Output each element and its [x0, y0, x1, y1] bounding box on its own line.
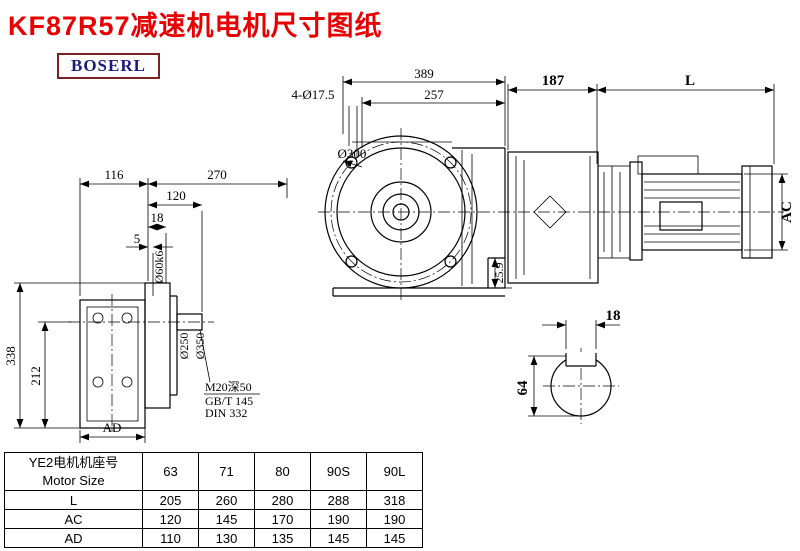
- std-gb: GB/T 145: [205, 394, 253, 408]
- table-col-90s: 90S: [310, 452, 367, 491]
- table-col-80: 80: [254, 452, 311, 491]
- cell: 170: [254, 509, 311, 529]
- left-view: [79, 282, 203, 429]
- cell: 280: [254, 490, 311, 510]
- nameplate: [659, 201, 703, 231]
- dim-338: 338: [3, 346, 18, 366]
- dim-foot: 25.9: [492, 263, 506, 284]
- flange-hole: [444, 255, 457, 268]
- flange-face-circle: [336, 147, 466, 277]
- dim-270: 270: [207, 167, 227, 182]
- cell: 190: [310, 509, 367, 529]
- side-view-dimensions: 187 L AC: [507, 73, 795, 251]
- bore-circle: [392, 203, 410, 221]
- cell: 130: [198, 528, 255, 548]
- motor-flange: [629, 161, 643, 261]
- cell: 145: [366, 528, 423, 548]
- flange-hole: [345, 255, 358, 268]
- flange-dia-label: Ø300: [338, 146, 367, 161]
- table-col-63: 63: [142, 452, 199, 491]
- shaft-height: 64: [515, 380, 531, 396]
- table-header-label: YE2电机机座号 Motor Size: [4, 452, 143, 491]
- std-din: DIN 332: [205, 406, 247, 420]
- cell: 318: [366, 490, 423, 510]
- gear-body: [79, 299, 146, 429]
- hub-circle: [370, 181, 432, 243]
- thread-note: M20深50: [205, 380, 252, 394]
- cell: 135: [254, 528, 311, 548]
- terminal-box: [637, 155, 699, 175]
- cell: 120: [142, 509, 199, 529]
- bell-housing: [507, 151, 599, 284]
- cell: 190: [366, 509, 423, 529]
- key-width: 18: [606, 308, 621, 324]
- page-title: KF87R57减速机电机尺寸图纸: [8, 11, 383, 41]
- cell: 145: [198, 509, 255, 529]
- left-view-dimensions: 116 270 120 18 5 Ø60k6 Ø250 Ø350 338 212: [3, 167, 288, 443]
- table-header-cn: YE2电机机座号: [28, 454, 119, 470]
- table-row-AC: AC 120 145 170 190 190: [4, 509, 423, 529]
- holes-label: 4-Ø17.5: [292, 87, 335, 102]
- centerlines: [68, 128, 784, 434]
- dim-motor-height: AC: [779, 201, 795, 223]
- dim-gear-length: 187: [542, 73, 565, 89]
- cell: 205: [142, 490, 199, 510]
- front-view: [324, 135, 506, 297]
- dim-120: 120: [166, 188, 186, 203]
- fan-cover: [741, 165, 773, 259]
- diamond-mark: [533, 195, 567, 229]
- front-view-dimensions: 389 257 4-Ø17.5 Ø300 25.9: [292, 66, 512, 289]
- row-label-AC: AC: [4, 509, 143, 529]
- dim-212: 212: [28, 366, 43, 386]
- cell: 145: [310, 528, 367, 548]
- side-view: [507, 151, 773, 284]
- dim-AD: AD: [103, 420, 122, 435]
- output-flange: [144, 282, 171, 409]
- cell: 260: [198, 490, 255, 510]
- dim-motor-length: L: [685, 73, 695, 89]
- hub-inner-circle: [382, 193, 420, 231]
- table-col-90l: 90L: [366, 452, 423, 491]
- table-col-71: 71: [198, 452, 255, 491]
- output-shaft: [176, 313, 203, 331]
- dim-5: 5: [134, 231, 141, 246]
- row-label-AD: AD: [4, 528, 143, 548]
- shaft-section: 18 64: [515, 308, 621, 417]
- shaft-dia-label: Ø60k6: [152, 251, 166, 284]
- motor-size-table: YE2电机机座号 Motor Size 63 71 80 90S 90L L 2…: [4, 452, 423, 548]
- spigot-dia-label: Ø250: [177, 333, 191, 360]
- cell: 288: [310, 490, 367, 510]
- dim-flange-width: 257: [424, 87, 444, 102]
- dim-116: 116: [104, 167, 124, 182]
- table-row-AD: AD 110 130 135 145 145: [4, 528, 423, 548]
- flange-hole: [444, 156, 457, 169]
- dim-18: 18: [151, 210, 164, 225]
- cell: 110: [142, 528, 199, 548]
- table-header-en: Motor Size: [42, 472, 105, 488]
- brand-logo: BOSERL: [57, 53, 160, 79]
- row-label-L: L: [4, 490, 143, 510]
- flange-od-label: Ø350: [193, 333, 207, 360]
- bolt-circle: [330, 141, 472, 283]
- dim-total-width: 389: [414, 66, 434, 81]
- table-row-L: L 205 260 280 288 318: [4, 490, 423, 510]
